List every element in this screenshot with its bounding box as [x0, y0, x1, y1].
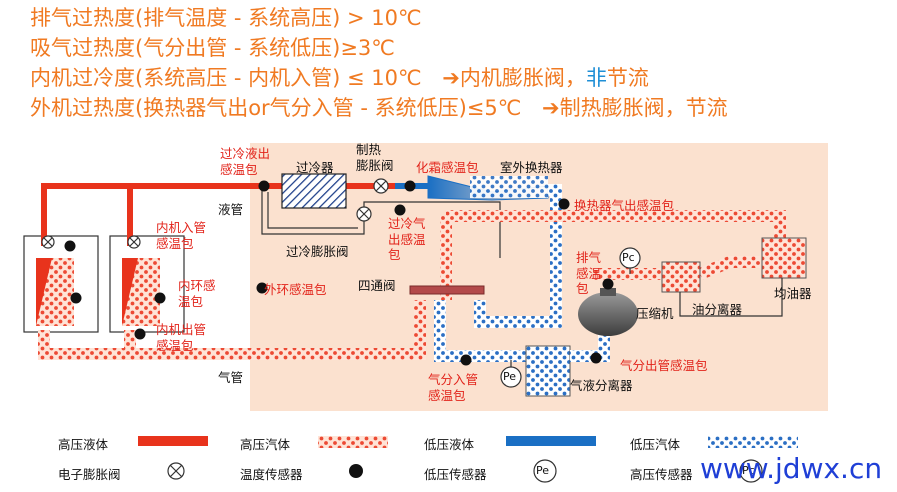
legend-hp-sensor-icon: [739, 459, 763, 483]
label-defrost-sensor: 化霜感温包: [416, 160, 479, 175]
gas-pipe-main: [38, 300, 426, 360]
sensor-hex-gas-out: [558, 198, 570, 210]
label-inner-ring-sensor: 内环感 温包: [178, 278, 216, 309]
legend-hp-gas-swatch: [318, 436, 388, 448]
eev-heating: [373, 178, 389, 194]
legend-temp-sensor-icon: [349, 464, 363, 478]
sensor-subcool-gas-out: [394, 204, 406, 216]
liquid-pipe-main: [41, 183, 395, 246]
label-oil-balancer: 均油器: [774, 286, 812, 301]
label-subcool-valve: 过冷膨胀阀: [286, 244, 349, 259]
header-line-4-result: 制热膨胀阀，节流: [559, 96, 728, 120]
sensor-subcool-out: [258, 180, 270, 192]
label-four-way-valve: 四通阀: [358, 278, 396, 293]
eev-subcool: [356, 206, 372, 222]
legend-hp-liquid-swatch: [138, 436, 208, 446]
sensor-discharge: [602, 278, 614, 290]
oil-balancer: [761, 237, 807, 279]
legend-lp-sensor-icon: [533, 459, 557, 483]
label-subcooler: 过冷器: [296, 160, 334, 175]
eev-indoor-2: [127, 235, 141, 249]
label-compressor: 压缩机: [636, 306, 674, 321]
label-heating-valve: 制热 膨胀阀: [356, 142, 394, 173]
header-line-3-result-a: 内机膨胀阀，: [459, 66, 586, 90]
four-way-valve: [409, 285, 485, 295]
legend-lp-liquid: 低压液体: [424, 437, 475, 452]
arrow-right-icon: ➔: [542, 96, 560, 120]
pc-sensor: [619, 247, 641, 274]
header-line-1: 排气过热度(排气温度 - 系统高压) > 10℃: [30, 6, 422, 30]
sensor-out-pipe: [134, 328, 146, 340]
label-gsep-in-sensor: 气分入管 感温包: [428, 372, 479, 403]
subcool-branch-inner: [267, 192, 358, 229]
legend-hp-gas: 高压汽体: [240, 437, 291, 452]
header-line-2: 吸气过热度(气分出管 - 系统低压)≥3℃: [30, 36, 395, 60]
compressor-top: [600, 288, 616, 296]
legend-eev-icon: [167, 462, 185, 480]
label-oil-separator: 油分离器: [692, 302, 743, 317]
label-subcool-out-sensor: 过冷液出 感温包: [220, 146, 271, 177]
legend-temp-sensor: 温度传感器: [240, 467, 303, 482]
label-gas-pipe: 气管: [218, 370, 244, 385]
sensor-defrost: [404, 180, 416, 192]
indoor-coil-1-liquid: [36, 258, 52, 326]
sensor-indoor-1-mid: [70, 292, 82, 304]
outdoor-hex-body: [470, 176, 548, 198]
header-line-3-text: 内机过冷度(系统高压 - 内机入管) ≤ 10℃: [30, 66, 422, 90]
sensor-inner-ring: [154, 292, 166, 304]
label-hex-gas-out-sensor: 换热器气出感温包: [574, 198, 675, 213]
label-pe-symbol: Pe: [503, 370, 517, 383]
oil-separator: [661, 261, 701, 293]
label-pc-symbol: Pc: [622, 251, 635, 264]
arrow-right-icon: ➔: [442, 66, 460, 90]
label-discharge-sensor: 排气 感温 包: [576, 250, 602, 297]
gas-sep-in-pipe: [434, 300, 530, 362]
header-line-3-result-b: 非: [585, 66, 607, 90]
gas-liquid-separator: [525, 345, 571, 397]
label-in-pipe-sensor: 内机入管 感温包: [156, 220, 207, 251]
label-outdoor-ambient-sensor: 外环感温包: [264, 282, 327, 297]
legend-lp-sensor: 低压传感器: [424, 467, 487, 482]
label-out-pipe-sensor: 内机出管 感温包: [156, 322, 207, 353]
sensor-in-pipe-1: [64, 240, 76, 252]
hex-return-loop: [474, 184, 562, 328]
watermark: www.jdwx.cn: [700, 452, 883, 485]
subcooler: [281, 173, 347, 209]
sensor-gsep-in: [460, 354, 472, 366]
label-subcool-gas-out-sensor: 过冷气 出感温 包: [388, 216, 426, 263]
legend-hp-liquid: 高压液体: [58, 437, 109, 452]
label-outdoor-hex: 室外换热器: [500, 160, 563, 175]
legend-lp-gas-swatch: [708, 436, 798, 448]
legend-lp-gas: 低压汽体: [630, 437, 681, 452]
legend-lp-symbol: Pe: [536, 464, 550, 477]
label-gsep-out-sensor: 气分出管感温包: [620, 358, 708, 373]
legend-eev: 电子膨胀阀: [58, 467, 121, 482]
header-line-3: 内机过冷度(系统高压 - 内机入管) ≤ 10℃ ➔内机膨胀阀，非节流: [30, 68, 649, 89]
legend-hp-sensor: 高压传感器: [630, 467, 693, 482]
header-line-3-result-c: 节流: [606, 66, 649, 90]
pe-sensor: [500, 360, 522, 388]
sensor-outdoor-ambient: [256, 282, 268, 294]
compressor: [578, 292, 638, 336]
sensor-gsep-out: [590, 352, 602, 364]
oil-sep-to-balancer: [697, 256, 760, 280]
label-liquid-pipe: 液管: [218, 202, 244, 217]
oil-sep-pipe: [594, 268, 662, 280]
oil-return-line: [679, 278, 783, 317]
header-line-4: 外机过热度(换热器气出or气分入管 - 系统低压)≤5℃ ➔制热膨胀阀，节流: [30, 98, 728, 119]
legend-hp-symbol: Pc: [742, 464, 755, 477]
discharge-pipe: [446, 210, 786, 240]
label-gas-liquid-separator: 气液分离器: [570, 378, 633, 393]
header-line-4-text: 外机过热度(换热器气出or气分入管 - 系统低压)≤5℃: [30, 96, 522, 120]
legend-lp-liquid-swatch: [506, 436, 596, 446]
indoor-coil-2-liquid: [122, 258, 138, 326]
eev-indoor-1: [41, 235, 55, 249]
